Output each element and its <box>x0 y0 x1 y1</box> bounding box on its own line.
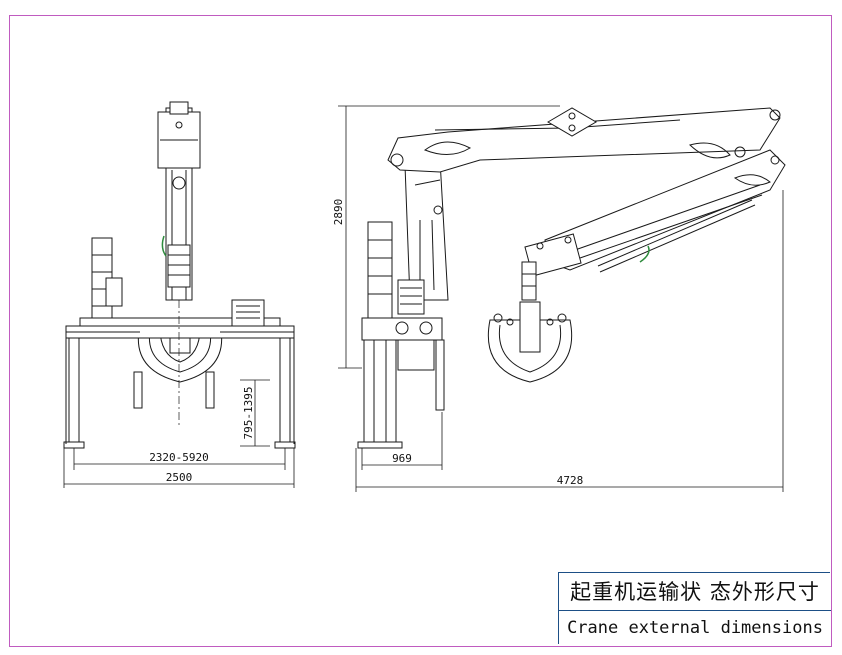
side-column <box>404 159 449 301</box>
side-boom-joint <box>769 109 781 121</box>
front-hose <box>161 235 167 257</box>
front-control-box <box>231 299 265 327</box>
side-boom-pivot <box>390 153 404 167</box>
front-view <box>63 101 296 449</box>
side-ladder <box>367 221 393 318</box>
front-mast-top <box>169 101 189 115</box>
side-boom-cylinder <box>547 107 597 137</box>
side-hose <box>639 245 650 263</box>
side-boom-head <box>524 233 582 277</box>
front-leg-right <box>279 337 291 447</box>
side-upper-boom <box>387 107 781 173</box>
title-chinese: 起重机运输状 态外形尺寸 <box>559 573 831 611</box>
front-mast-pin <box>172 176 186 190</box>
dim-track-span: 2320-5920 <box>149 451 209 464</box>
front-rotator <box>167 244 191 288</box>
side-leg-right <box>385 339 397 447</box>
side-dimensions <box>338 105 784 492</box>
side-base <box>361 317 443 341</box>
dim-overall-width: 2500 <box>166 471 193 484</box>
title-block: 起重机运输状 态外形尺寸 Crane external dimensions <box>558 572 831 644</box>
side-view <box>357 107 786 449</box>
side-rotator <box>521 261 537 301</box>
sheet-frame <box>9 15 832 647</box>
side-leg-left <box>363 339 375 447</box>
dim-side-height: 2890 <box>332 199 345 226</box>
side-extension-boom <box>544 149 786 271</box>
dim-overall-length: 4728 <box>557 474 584 487</box>
front-dimensions <box>63 379 295 488</box>
dim-leg-height: 795-1395 <box>242 387 255 440</box>
dim-base-depth: 969 <box>392 452 412 465</box>
title-english: Crane external dimensions <box>567 618 823 638</box>
front-base-platform <box>79 317 281 327</box>
front-leg-left <box>68 337 80 447</box>
side-control-box <box>397 279 425 315</box>
